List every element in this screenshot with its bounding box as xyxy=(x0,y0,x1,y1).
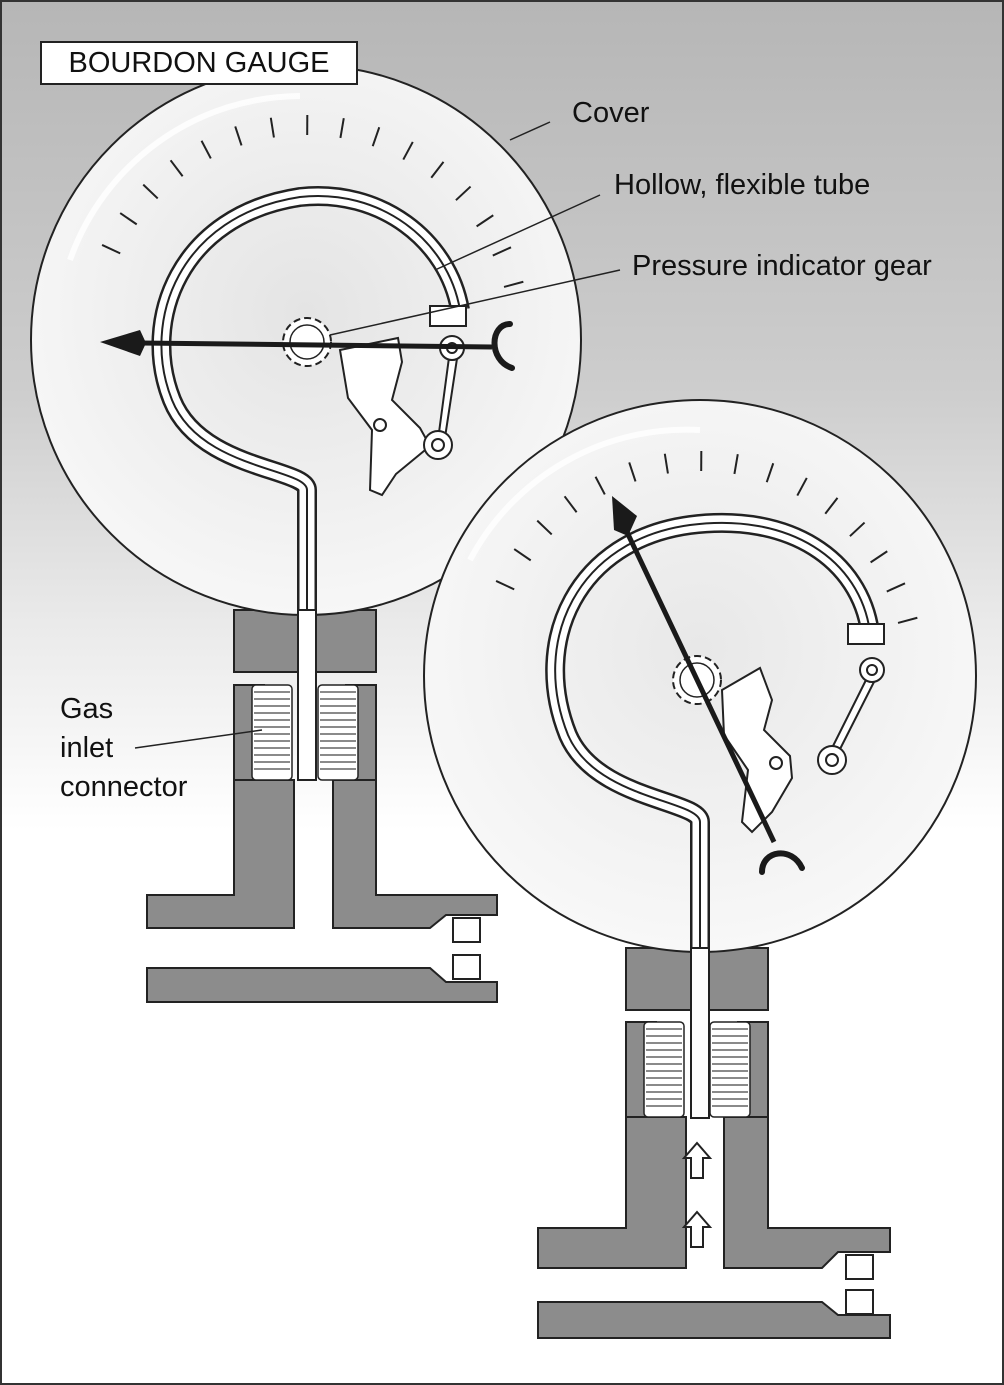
gauge-b-tick xyxy=(563,495,578,513)
gauge-b-tick xyxy=(536,519,553,536)
gauge-at-rest xyxy=(30,64,582,1003)
inlet-label-line2: inlet xyxy=(60,732,114,764)
gauge-a-tick xyxy=(269,117,275,138)
gauge-b-scale-ticks xyxy=(495,450,918,624)
gauge-b-threads xyxy=(643,1021,751,1118)
gauge-a-bourdon-tube xyxy=(151,186,470,610)
gauge-b-tick xyxy=(594,476,606,495)
gauge-a-bolts xyxy=(452,917,481,980)
gauge-a-tick xyxy=(492,246,512,257)
gauge-b-tick xyxy=(765,462,775,483)
gauge-a-linkage xyxy=(338,335,465,497)
tube-label: Hollow, flexible tube xyxy=(614,169,871,201)
cover-label: Cover xyxy=(572,97,650,129)
gauge-b-tick xyxy=(849,521,866,537)
gauge-a-tick xyxy=(371,126,381,147)
flow-arrow-up xyxy=(681,1141,713,1179)
inlet-label-line3: connector xyxy=(60,771,188,803)
pressure-indicator-gear-a xyxy=(282,317,332,367)
gear-leader xyxy=(329,269,621,336)
gauge-b-tick xyxy=(513,548,532,562)
gauge-b-bolts xyxy=(845,1254,874,1315)
gauge-a-tick xyxy=(169,159,184,177)
gauge-b-linkage xyxy=(720,657,885,834)
gauge-a-tick xyxy=(119,212,138,226)
inlet-label-line1: Gas xyxy=(60,693,114,725)
gauge-b-tick xyxy=(495,580,515,591)
tube-leader xyxy=(434,194,601,271)
gauge-a-tick xyxy=(101,244,121,255)
gauge-a-scale-ticks xyxy=(101,114,524,288)
gauge-a-tick xyxy=(402,141,414,161)
gauge-a-tick xyxy=(234,126,243,146)
gauge-b-tick xyxy=(628,462,637,482)
gauge-a-tick xyxy=(503,280,524,288)
gauge-b-tick xyxy=(870,550,888,564)
gauge-a-needle xyxy=(100,321,515,371)
gear-label: Pressure indicator gear xyxy=(632,250,932,282)
leader-lines xyxy=(134,121,621,749)
gauge-b-tick xyxy=(897,616,918,624)
gauge-a-tick xyxy=(142,183,159,200)
gauge-b-fitting xyxy=(537,947,891,1339)
gauge-b-tick xyxy=(796,477,808,497)
cover-leader xyxy=(509,121,551,141)
gauge-a-tick xyxy=(339,118,345,139)
inlet-leader xyxy=(134,729,263,749)
gauge-b-needle xyxy=(612,496,805,875)
diagram-title: BOURDON GAUGE xyxy=(40,41,358,85)
gauge-under-pressure xyxy=(423,399,977,1339)
gas-flow-arrows xyxy=(681,1141,713,1248)
flow-arrow-up xyxy=(681,1210,713,1248)
gauge-b-tick xyxy=(733,454,739,475)
gauge-a-tick xyxy=(200,140,212,159)
gauge-b-tick xyxy=(886,582,906,593)
gauge-a-threads xyxy=(251,684,359,781)
gauge-b-tick xyxy=(663,453,669,474)
gauge-a-tick xyxy=(476,214,494,228)
gauge-a-tick xyxy=(430,161,445,179)
gauge-a-stem xyxy=(297,609,317,781)
gauge-b-stem xyxy=(690,947,710,1119)
gauge-b-bourdon-tube xyxy=(545,512,885,948)
gauge-b-tick xyxy=(824,497,839,515)
gauge-a-tick xyxy=(455,185,472,201)
